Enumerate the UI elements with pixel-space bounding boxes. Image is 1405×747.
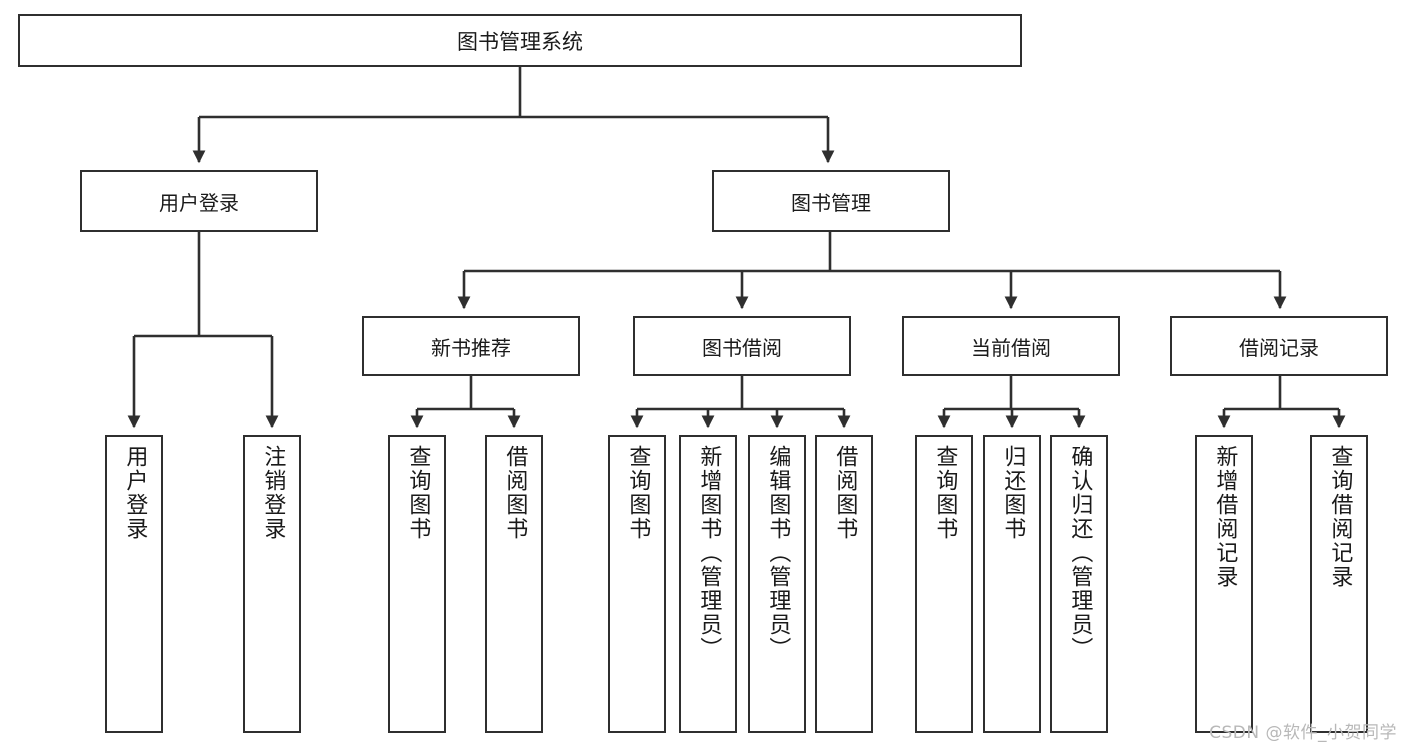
leaf-label: 查询图书 [625, 445, 651, 541]
node-current-borrow[interactable]: 当前借阅 [902, 316, 1120, 376]
leaf-node[interactable]: 用户登录 [105, 435, 163, 733]
node-root-label: 图书管理系统 [457, 29, 583, 54]
node-borrow-record[interactable]: 借阅记录 [1170, 316, 1388, 376]
node-book-borrow-label: 图书借阅 [702, 335, 782, 360]
leaf-label: 新增借阅记录 [1212, 445, 1238, 589]
leaf-label: 借阅图书 [502, 445, 528, 541]
leaf-label: 借阅图书 [832, 445, 858, 541]
node-root[interactable]: 图书管理系统 [18, 14, 1022, 67]
leaf-label: 确认归还（管理员） [1067, 445, 1093, 661]
leaf-node[interactable]: 确认归还（管理员） [1050, 435, 1108, 733]
leaf-node[interactable]: 注销登录 [243, 435, 301, 733]
node-book-borrow[interactable]: 图书借阅 [633, 316, 851, 376]
node-book-management-label: 图书管理 [791, 190, 871, 215]
leaf-node[interactable]: 借阅图书 [485, 435, 543, 733]
node-user-login-label: 用户登录 [159, 190, 239, 215]
leaf-node[interactable]: 查询图书 [915, 435, 973, 733]
node-new-book-recommend[interactable]: 新书推荐 [362, 316, 580, 376]
leaf-node[interactable]: 编辑图书（管理员） [748, 435, 806, 733]
leaf-node[interactable]: 查询借阅记录 [1310, 435, 1368, 733]
leaf-node[interactable]: 借阅图书 [815, 435, 873, 733]
leaf-label: 查询图书 [405, 445, 431, 541]
leaf-label: 注销登录 [260, 445, 286, 541]
watermark: CSDN @软件_小贺同学 [1209, 723, 1397, 743]
leaf-node[interactable]: 归还图书 [983, 435, 1041, 733]
node-borrow-record-label: 借阅记录 [1239, 335, 1319, 360]
leaf-node[interactable]: 查询图书 [388, 435, 446, 733]
leaf-label: 新增图书（管理员） [696, 445, 722, 661]
leaf-label: 查询图书 [932, 445, 958, 541]
node-user-login[interactable]: 用户登录 [80, 170, 318, 232]
node-book-management[interactable]: 图书管理 [712, 170, 950, 232]
leaf-node[interactable]: 查询图书 [608, 435, 666, 733]
leaf-label: 归还图书 [1000, 445, 1026, 541]
leaf-node[interactable]: 新增借阅记录 [1195, 435, 1253, 733]
leaf-label: 查询借阅记录 [1327, 445, 1353, 589]
leaf-label: 用户登录 [122, 445, 148, 541]
node-current-borrow-label: 当前借阅 [971, 335, 1051, 360]
leaf-node[interactable]: 新增图书（管理员） [679, 435, 737, 733]
node-new-book-recommend-label: 新书推荐 [431, 335, 511, 360]
leaf-label: 编辑图书（管理员） [765, 445, 791, 661]
